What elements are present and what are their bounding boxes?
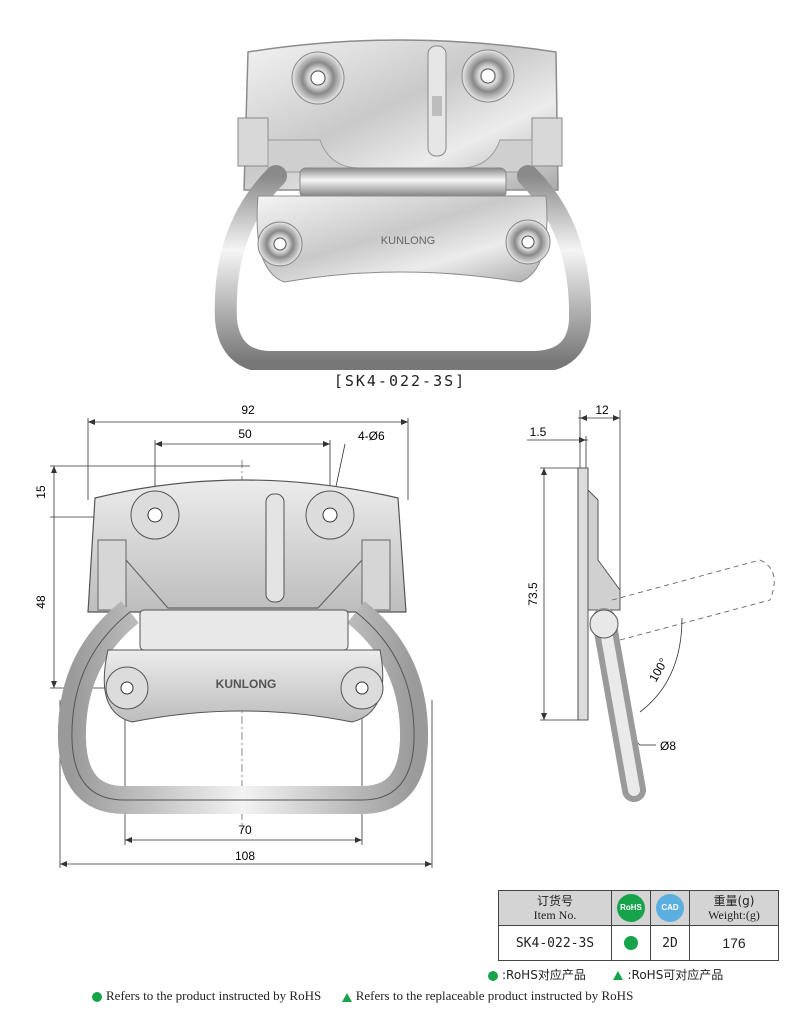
cad-icon: CAD <box>656 894 684 922</box>
item-no-header-en: Item No. <box>533 908 577 922</box>
dim-overall-width: 92 <box>241 403 255 417</box>
dim-top-to-hole: 15 <box>34 485 48 499</box>
legend-en-dot-icon <box>92 992 102 1003</box>
dim-hole-note: 4-Ø6 <box>358 429 385 443</box>
brand-mark-drawing: KUNLONG <box>216 677 277 691</box>
weight-header-cn: 重量(g) <box>713 894 755 908</box>
weight-value: 176 <box>689 925 779 961</box>
dim-handle-inner: 70 <box>238 823 252 837</box>
dim-rod-diameter: Ø8 <box>660 739 676 753</box>
weight-header-en: Weight:(g) <box>708 908 760 922</box>
legend-en-row: Refers to the product instructed by RoHS… <box>92 988 633 1004</box>
legend-en-triangle-icon <box>341 992 352 1002</box>
dim-handle-outer: 108 <box>235 849 255 863</box>
item-no-header-cn: 订货号 <box>536 894 573 908</box>
dim-depth: 12 <box>595 403 609 417</box>
product-photo: KUNLONG <box>214 39 592 370</box>
item-no-value: SK4-022-3S <box>498 925 612 961</box>
rohs-status-dot <box>624 936 638 950</box>
rohs-header: RoHS <box>611 890 651 926</box>
cad-header: CAD <box>650 890 690 926</box>
rohs-value <box>611 925 651 961</box>
item-no-header: 订货号 Item No. <box>498 890 612 926</box>
legend-replaceable-en: Refers to the replaceable product instru… <box>355 988 634 1003</box>
brand-mark-photo: KUNLONG <box>381 235 435 247</box>
legend-triangle-icon <box>613 971 624 980</box>
dim-plate-thickness: 1.5 <box>530 425 547 439</box>
cad-value: 2D <box>650 925 690 961</box>
dim-hole-spacing: 50 <box>238 427 252 441</box>
front-view-drawing: KUNLONG 92 50 4-Ø6 15 48 70 108 <box>34 403 433 868</box>
legend-replaceable-cn: :RoHS可对应产品 <box>627 968 724 982</box>
dim-height: 73.5 <box>526 582 540 606</box>
dim-vertical-holes: 48 <box>34 595 48 609</box>
legend-rohs-en: Refers to the product instructed by RoHS <box>106 988 322 1003</box>
spec-table: 订货号 Item No. RoHS CAD 重量(g) Weight:(g) S… <box>498 890 779 961</box>
legend-dot-icon <box>488 970 498 981</box>
side-view-drawing: 12 1.5 73.5 100° Ø8 <box>526 403 775 802</box>
dim-rotation-angle: 100° <box>646 656 671 685</box>
product-caption: [SK4-022-3S] <box>333 372 467 390</box>
rohs-icon-text: RoHS <box>620 903 642 912</box>
legend-rohs-cn: :RoHS对应产品 <box>502 968 586 982</box>
weight-header: 重量(g) Weight:(g) <box>689 890 779 926</box>
cad-icon-text: CAD <box>661 903 679 912</box>
rohs-icon: RoHS <box>617 894 645 922</box>
legend-cn-row: :RoHS对应产品 :RoHS可对应产品 <box>488 966 723 983</box>
